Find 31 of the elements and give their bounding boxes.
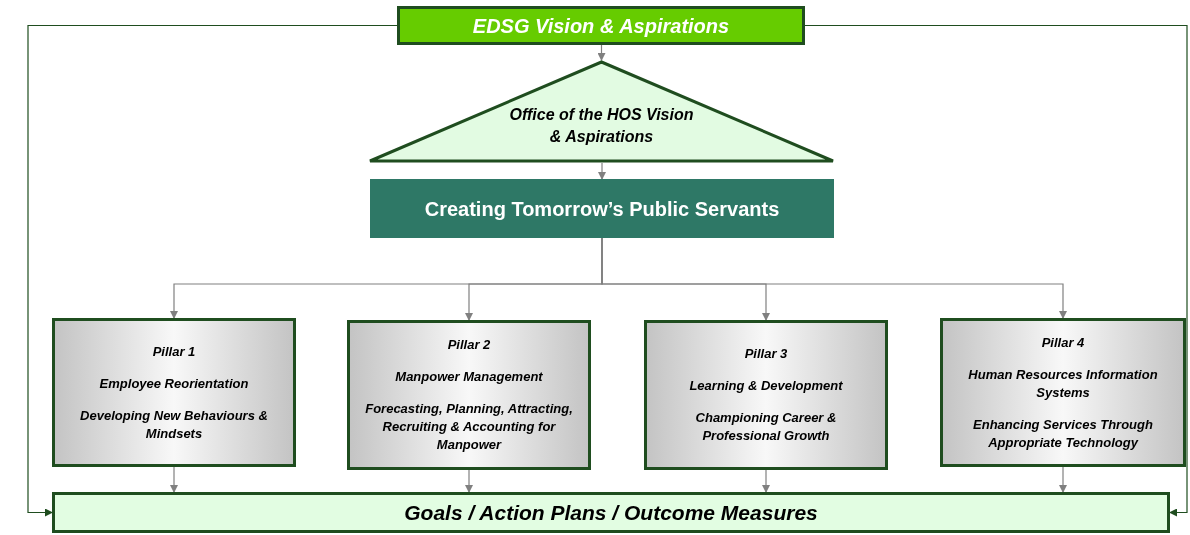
triangle-label: Office of the HOS Vision & Aspirations xyxy=(508,105,695,147)
pillar-box xyxy=(940,318,1186,467)
pillar-title: Manpower Management xyxy=(395,368,543,386)
pillar-number: Pillar 2 xyxy=(447,336,491,354)
pillar-description: Championing Career & Professional Growth xyxy=(694,409,838,445)
pillar-box xyxy=(52,318,296,467)
pillar-description: Forecasting, Planning, Attracting, Recruiting & Accounting for Manpower xyxy=(364,400,574,454)
arrow xyxy=(762,469,770,493)
outcome-title: Goals / Action Plans / Outcome Measures xyxy=(404,499,818,526)
heading-band xyxy=(370,179,834,238)
pillar-number: Pillar 4 xyxy=(1041,333,1085,352)
pillar-title: Employee Reorientation xyxy=(99,374,249,393)
pillar-number: Pillar 1 xyxy=(152,342,196,361)
pillar-description: Developing New Behaviours & Mindsets xyxy=(79,406,269,443)
pillar-title: Learning & Development xyxy=(689,377,843,395)
arrow xyxy=(804,24,1188,517)
arrow xyxy=(597,44,606,61)
arrow xyxy=(27,24,398,517)
arrow xyxy=(1059,466,1067,493)
pillar-box xyxy=(644,320,888,470)
pillar-title: Human Resources Information Systems xyxy=(967,365,1159,402)
pillar-description: Enhancing Services Through Appropriate Technology xyxy=(972,415,1154,452)
arrow xyxy=(598,162,606,180)
vision-banner xyxy=(397,6,805,45)
banner-title: EDSG Vision & Aspirations xyxy=(472,13,730,39)
arrow xyxy=(170,466,178,493)
outcome-bar xyxy=(52,492,1170,533)
arrow xyxy=(465,469,473,493)
pillar-number: Pillar 3 xyxy=(744,345,788,363)
pillar-box xyxy=(347,320,591,470)
band-title: Creating Tomorrow’s Public Servants xyxy=(424,196,780,222)
